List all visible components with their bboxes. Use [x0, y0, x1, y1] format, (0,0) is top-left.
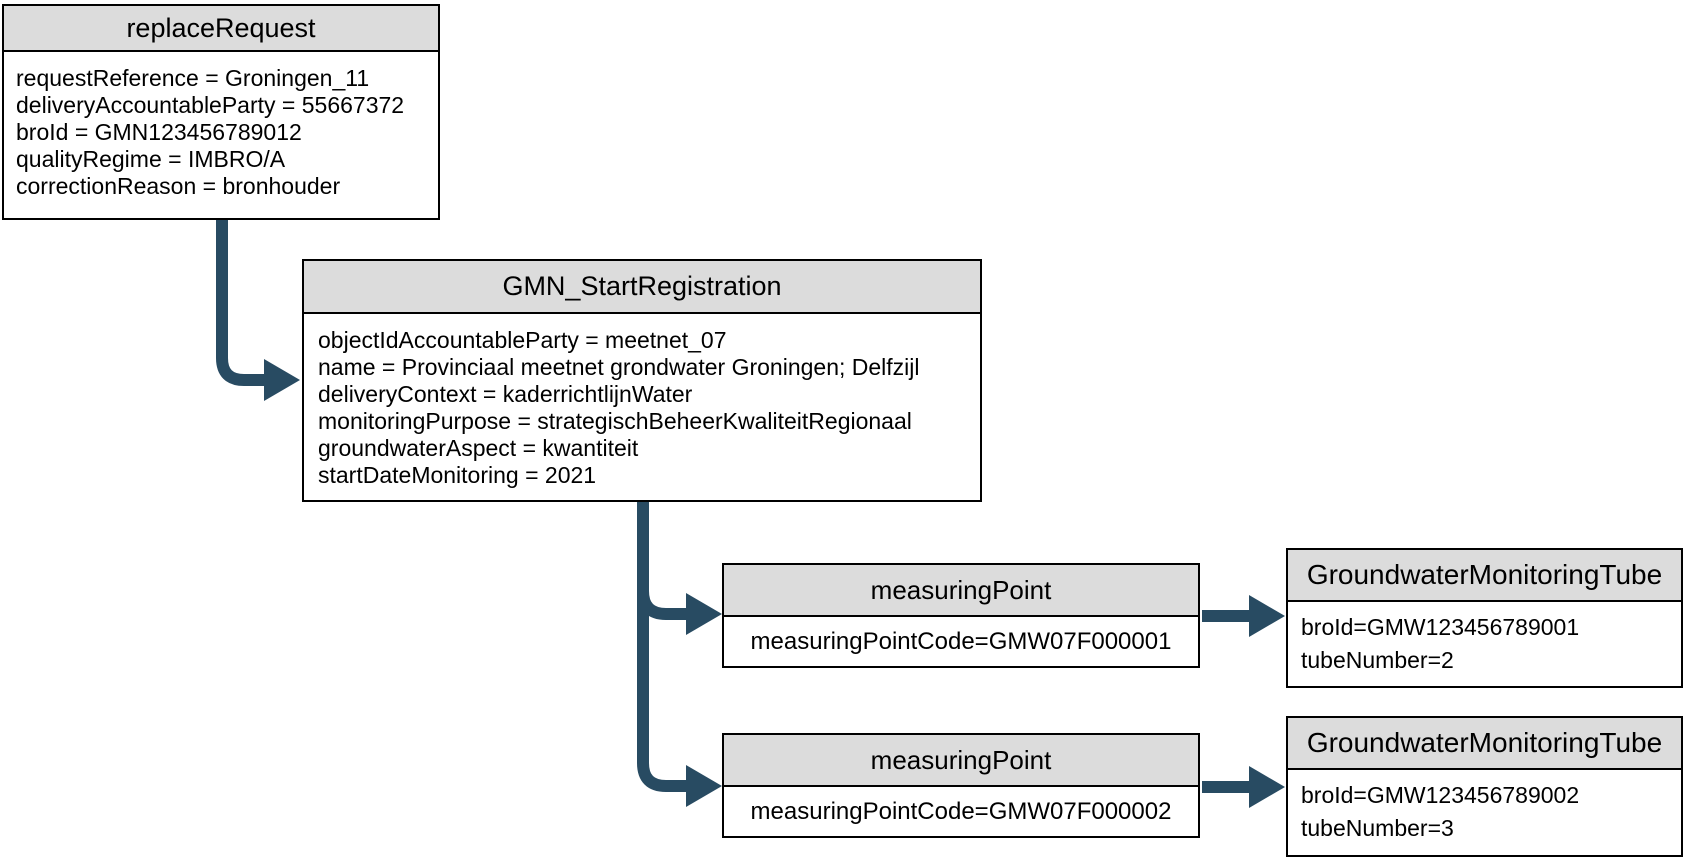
- node-attributes: objectIdAccountableParty = meetnet_07 na…: [304, 314, 980, 489]
- attribute-line: startDateMonitoring = 2021: [318, 462, 597, 488]
- node-gmn-start-registration: GMN_StartRegistration objectIdAccountabl…: [302, 259, 982, 502]
- connector-measuring-point-2-to-tube-2: [1202, 766, 1285, 808]
- attribute-line: monitoringPurpose = strategischBeheerKwa…: [318, 408, 912, 434]
- arrowhead: [264, 359, 300, 401]
- arrowhead: [1249, 766, 1285, 808]
- attribute-line: objectIdAccountableParty = meetnet_07: [318, 327, 727, 353]
- attribute-line: deliveryContext = kaderrichtlijnWater: [318, 381, 693, 407]
- node-title: GroundwaterMonitoringTube: [1288, 550, 1681, 602]
- arrowhead: [686, 593, 722, 635]
- connector-gmn-trunk: [637, 500, 722, 807]
- node-groundwater-monitoring-tube-1: GroundwaterMonitoringTube broId=GMW12345…: [1286, 548, 1683, 688]
- attribute-line: measuringPointCode=GMW07F000002: [750, 798, 1172, 825]
- connector-replace-to-gmn: [216, 219, 300, 401]
- node-attributes: requestReference = Groningen_11 delivery…: [4, 52, 438, 200]
- arrowhead: [686, 765, 722, 807]
- node-attributes: measuringPointCode=GMW07F000002: [724, 787, 1198, 836]
- attribute-line: tubeNumber=3: [1301, 815, 1454, 841]
- node-title: GMN_StartRegistration: [304, 261, 980, 314]
- attribute-line: broId=GMW123456789001: [1301, 614, 1580, 640]
- node-groundwater-monitoring-tube-2: GroundwaterMonitoringTube broId=GMW12345…: [1286, 716, 1683, 857]
- attribute-line: name = Provinciaal meetnet grondwater Gr…: [318, 354, 920, 380]
- attribute-line: broId=GMW123456789002: [1301, 782, 1580, 808]
- attribute-line: qualityRegime = IMBRO/A: [16, 146, 286, 172]
- node-replace-request: replaceRequest requestReference = Gronin…: [2, 4, 440, 220]
- node-attributes: broId=GMW123456789002 tubeNumber=3: [1288, 770, 1681, 845]
- attribute-line: tubeNumber=2: [1301, 647, 1454, 673]
- attribute-line: measuringPointCode=GMW07F000001: [750, 628, 1172, 655]
- node-attributes: measuringPointCode=GMW07F000001: [724, 617, 1198, 666]
- node-measuring-point-1: measuringPoint measuringPointCode=GMW07F…: [722, 563, 1200, 668]
- attribute-line: correctionReason = bronhouder: [16, 173, 341, 199]
- attribute-line: requestReference = Groningen_11: [16, 65, 370, 91]
- node-attributes: broId=GMW123456789001 tubeNumber=2: [1288, 602, 1681, 677]
- arrowhead: [1249, 595, 1285, 637]
- connector-gmn-to-measuring-point-1: [637, 570, 722, 635]
- attribute-line: broId = GMN123456789012: [16, 119, 302, 145]
- node-title: measuringPoint: [724, 565, 1198, 617]
- node-measuring-point-2: measuringPoint measuringPointCode=GMW07F…: [722, 733, 1200, 838]
- connector-measuring-point-1-to-tube-1: [1202, 595, 1285, 637]
- node-title: replaceRequest: [4, 6, 438, 52]
- attribute-line: groundwaterAspect = kwantiteit: [318, 435, 639, 461]
- node-title: measuringPoint: [724, 735, 1198, 787]
- attribute-line: deliveryAccountableParty = 55667372: [16, 92, 405, 118]
- node-title: GroundwaterMonitoringTube: [1288, 718, 1681, 770]
